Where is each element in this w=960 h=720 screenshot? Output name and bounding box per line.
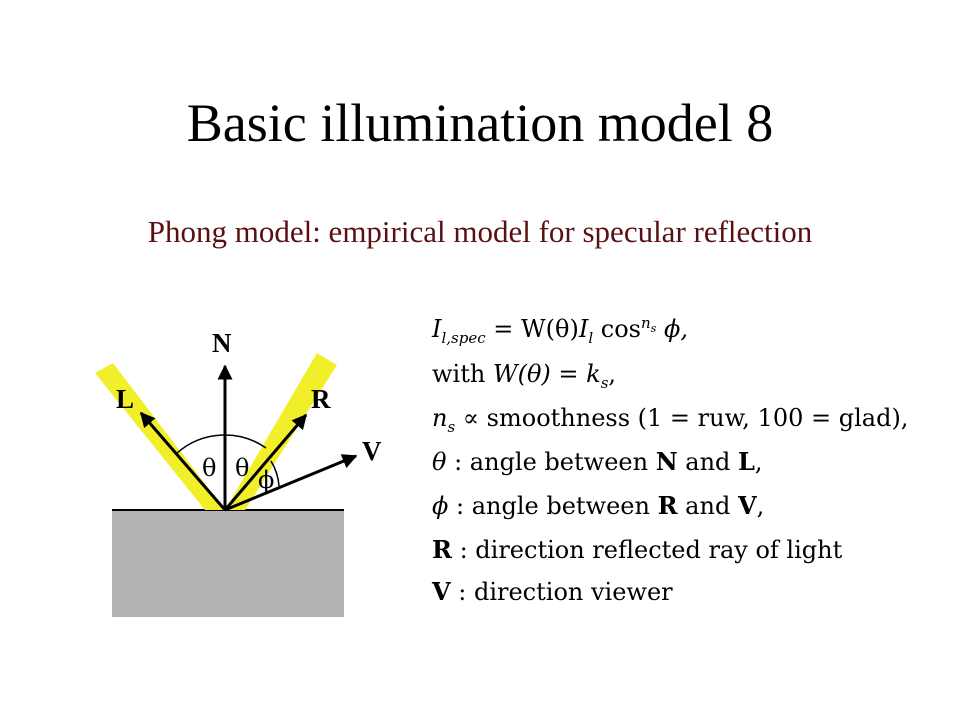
viewer-arrow [224, 454, 358, 512]
surface [112, 510, 344, 617]
slide-subtitle: Phong model: empirical model for specula… [147, 214, 813, 249]
equation-line-7: V : direction viewer [432, 577, 673, 606]
theta-reflection: θ [235, 454, 249, 482]
angle-arc-phi [270, 460, 280, 487]
phi-angle: ϕ [258, 466, 274, 494]
reflected-arrow [223, 413, 308, 511]
reflected-beam [225, 353, 337, 510]
label-N: N [212, 328, 232, 358]
light-arrow [139, 411, 227, 511]
theta-incidence: θ [202, 454, 216, 482]
label-V: V [362, 436, 382, 466]
equation-line-4: θ : angle between N and L, [432, 447, 763, 476]
label-R: R [311, 384, 331, 414]
equation-line-2: with W(θ) = ks, [432, 360, 617, 392]
label-L: L [116, 384, 134, 414]
equation-line-3: ns ∝ smoothness (1 = ruw, 100 = glad), [432, 404, 909, 436]
angle-arc-theta [176, 434, 267, 454]
equation-line-1: Il,spec = W(θ)Il cosns ϕ, [432, 314, 688, 347]
equation-line-5: ϕ : angle between R and V, [432, 491, 765, 520]
slide-title: Basic illumination model 8 [186, 93, 774, 153]
equation-line-6: R : direction reflected ray of light [432, 535, 843, 564]
